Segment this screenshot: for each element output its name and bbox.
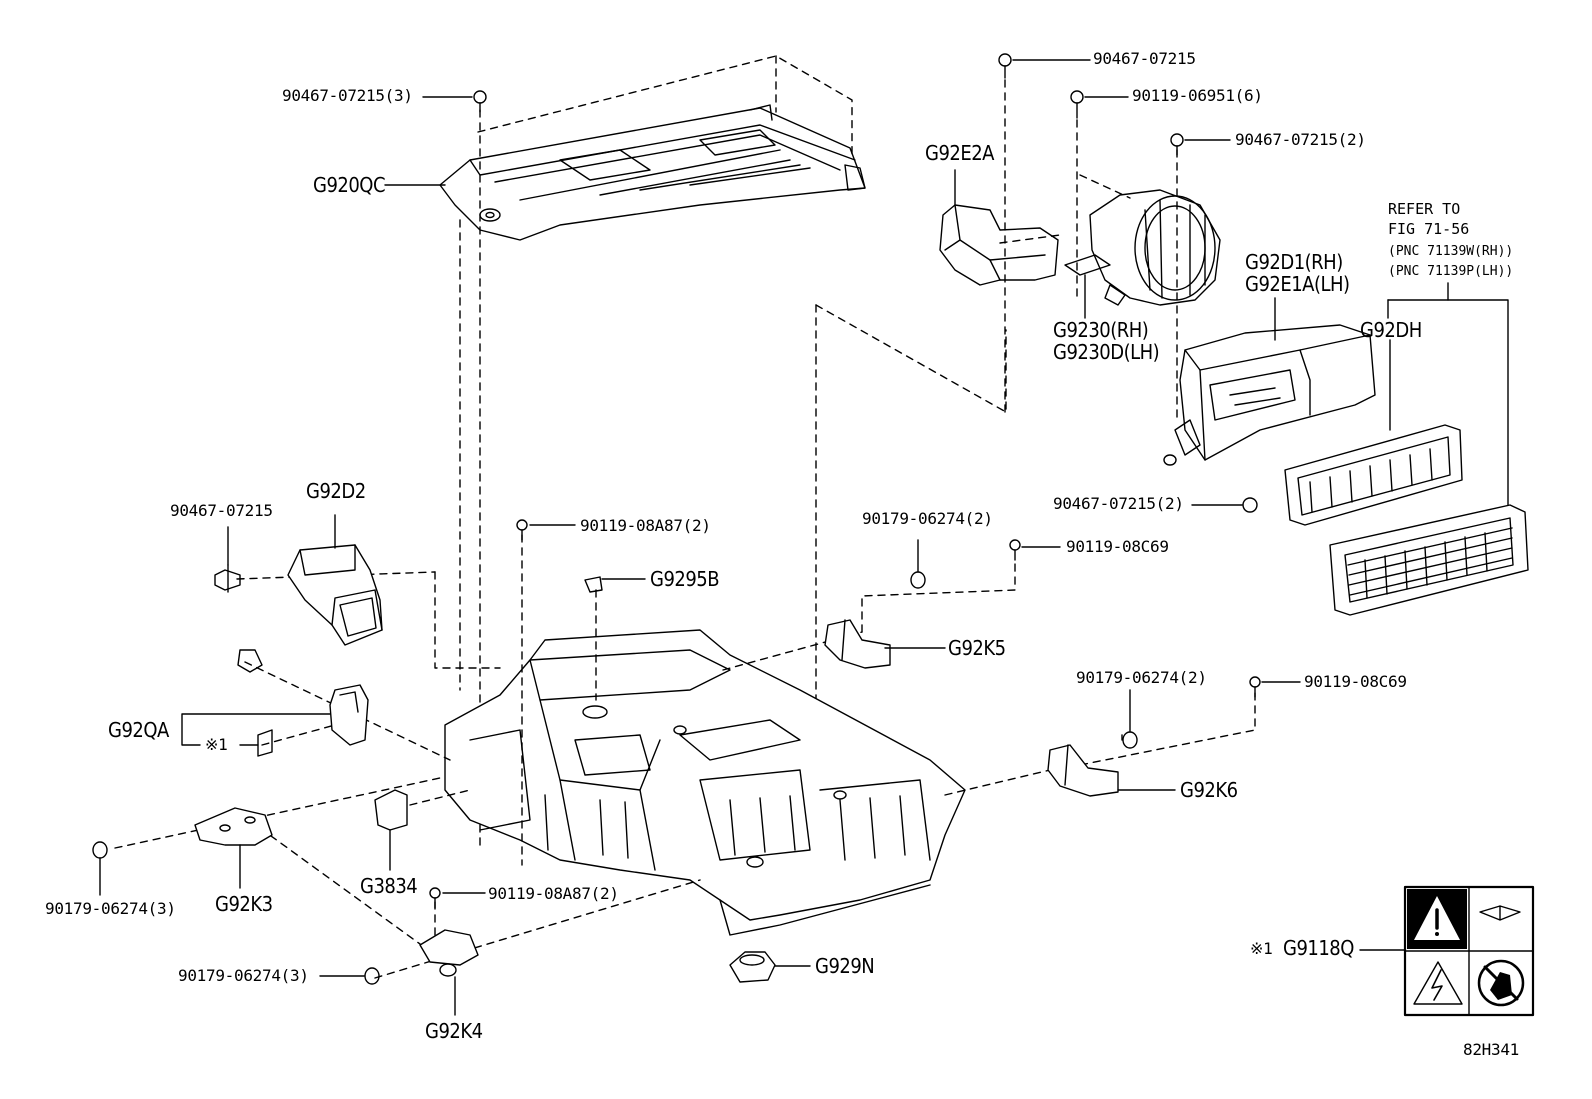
warning-label-g9118q: [1403, 885, 1535, 1017]
air-box-g92d1: [1163, 324, 1376, 466]
bracket-g92k4: [419, 929, 479, 977]
part-number-label: 90119-08A87(2): [580, 516, 711, 535]
part-code-g92d2: G92D2: [306, 479, 366, 503]
battery-frame: [444, 629, 966, 936]
part-number-label: 90119-08C69: [1304, 672, 1407, 691]
part-number-label: 90467-07215(2): [1053, 494, 1184, 513]
part-number-label: 90119-08A87(2): [488, 884, 619, 903]
bracket-g92k6: [1047, 744, 1119, 797]
grille: [1329, 504, 1529, 616]
refer-line-4: (PNC 71139P(LH)): [1388, 264, 1514, 279]
bracket-g92k3: [194, 807, 273, 846]
part-code-g92e2a: G92E2A: [925, 141, 994, 165]
part-code-g92k4: G92K4: [425, 1019, 483, 1043]
bracket-g92k5: [824, 619, 891, 669]
figure-id: 82H341: [1463, 1040, 1519, 1059]
part-number-label: 90467-07215(2): [1235, 130, 1366, 149]
guide-lines-blower: [999, 79, 1178, 421]
part-code-g92e1a-lh: G92E1A(LH): [1245, 272, 1350, 296]
part-code-g9295b: G9295B: [650, 567, 720, 591]
duct-g92d2: [287, 544, 383, 646]
part-code-g92dh: G92DH: [1360, 318, 1422, 342]
guide-lines-frame: [114, 534, 1256, 979]
part-code-g92k5: G92K5: [948, 636, 1006, 660]
part-code-g920qc: G920QC: [313, 173, 386, 197]
part-code-g92qa: G92QA: [108, 718, 169, 742]
part-code-g3834: G3834: [360, 874, 418, 898]
part-code-g92k6: G92K6: [1180, 778, 1238, 802]
part-code-g9230-rh: G9230(RH): [1053, 318, 1149, 342]
part-number-label: 90467-07215(3): [282, 86, 413, 105]
duct-g92e2a: [939, 204, 1059, 286]
part-number-label: 90179-06274(2): [862, 509, 993, 528]
part-number-label: 90467-07215: [1093, 49, 1196, 68]
note-mark: ※1: [1250, 939, 1273, 958]
filter-g92dh: [1284, 424, 1463, 526]
upper-cover-g920qc: [439, 104, 866, 241]
part-number-label: 90119-08C69: [1066, 537, 1169, 556]
refer-line-2: FIG 71-56: [1388, 220, 1470, 238]
connector-g92qa: [237, 649, 369, 757]
refer-line-1: REFER TO: [1388, 200, 1461, 218]
grommet-g929n: [729, 951, 776, 983]
bracket-g3834: [374, 789, 408, 831]
part-code-g9118q: G9118Q: [1283, 936, 1354, 960]
part-number-label: 90119-06951(6): [1132, 86, 1263, 105]
blower-g9230: [1064, 189, 1221, 306]
refer-line-3: (PNC 71139W(RH)): [1388, 244, 1514, 259]
part-number-label: 90467-07215: [170, 501, 273, 520]
part-number-label: 90179-06274(3): [45, 899, 176, 918]
part-number-label: 90179-06274(2): [1076, 668, 1207, 687]
refer-bracket-line: [1387, 299, 1509, 506]
clip-90467: [214, 564, 241, 593]
part-code-g92k3: G92K3: [215, 892, 273, 916]
leader-lines: [99, 59, 1406, 1016]
note-mark: ※1: [205, 735, 228, 754]
part-code-g92d1-rh: G92D1(RH): [1245, 250, 1343, 274]
part-code-g9230d-lh: G9230D(LH): [1053, 340, 1160, 364]
part-number-label: 90179-06274(3): [178, 966, 309, 985]
part-code-g929n: G929N: [815, 954, 875, 978]
